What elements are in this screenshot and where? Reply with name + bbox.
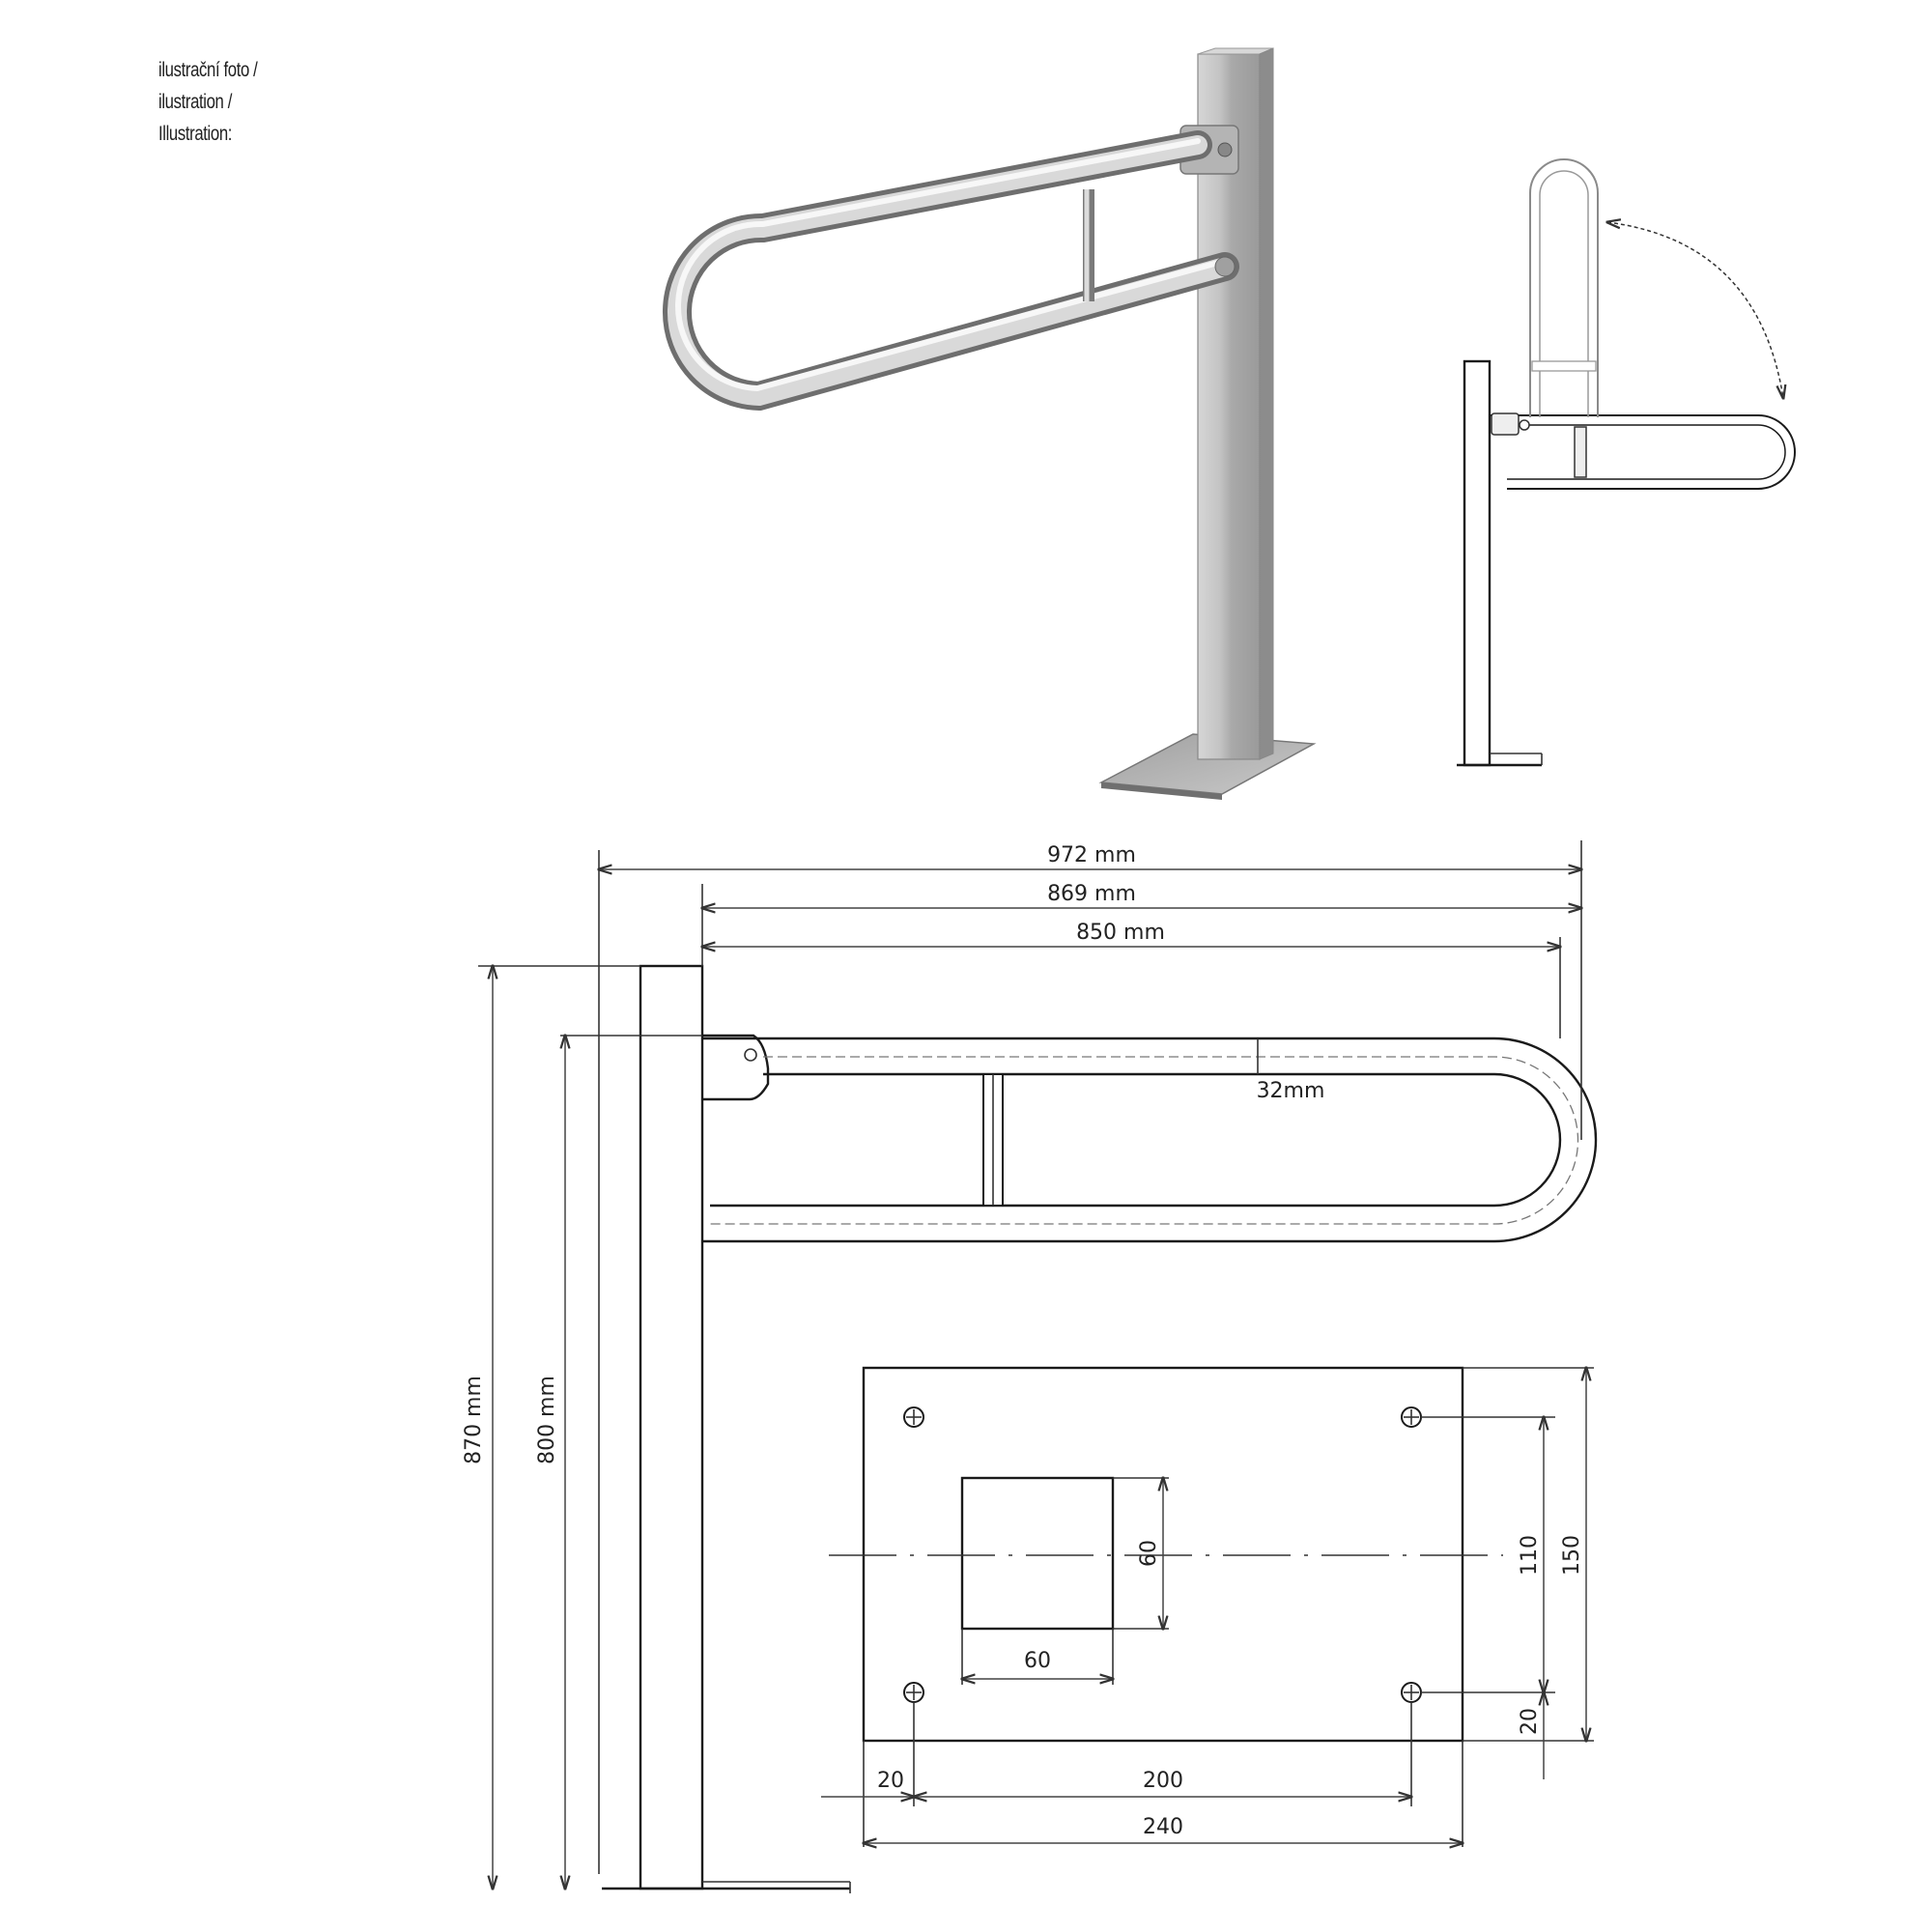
dim-label-20-y: 20 — [1518, 1708, 1542, 1735]
vertical-dimensions — [478, 966, 702, 1889]
dim-label-150: 150 — [1560, 1535, 1584, 1576]
front-elevation — [602, 964, 1598, 1893]
sketch-rail-raised — [1529, 158, 1599, 417]
dim-label-869: 869 mm — [1047, 882, 1136, 906]
sketch-post — [1463, 359, 1492, 767]
sketch-rail-lowered — [1490, 414, 1796, 490]
plate-outline — [862, 1366, 1464, 1743]
caption-line-en: ilustration / — [158, 91, 233, 113]
caption-line-czech: ilustrační foto / — [158, 59, 258, 81]
illustration-caption: ilustrační foto / ilustration / Illustra… — [158, 54, 258, 150]
dim-label-post-depth: 60 — [1137, 1540, 1161, 1567]
folding-sketch — [1457, 158, 1796, 767]
elevation-post — [639, 964, 704, 1890]
dim-label-240: 240 — [1143, 1815, 1183, 1839]
dim-label-200: 200 — [1143, 1769, 1183, 1793]
dim-label-800: 800 mm — [535, 1376, 559, 1464]
elevation-hinge — [702, 1034, 770, 1101]
dim-label-972: 972 mm — [1047, 843, 1136, 867]
sketch-fold-arrow — [1607, 222, 1783, 398]
dim-label-870: 870 mm — [462, 1376, 486, 1464]
dim-label-20-x: 20 — [877, 1769, 904, 1793]
dim-label-post-width: 60 — [1024, 1649, 1051, 1673]
horizontal-dimensions — [599, 840, 1581, 1874]
dim-label-110: 110 — [1518, 1535, 1542, 1576]
product-photo — [663, 47, 1317, 800]
caption-line-de: Illustration: — [158, 123, 233, 145]
elevation-rail — [702, 1037, 1598, 1243]
dim-label-850: 850 mm — [1076, 921, 1165, 945]
dim-label-tube: 32mm — [1257, 1079, 1325, 1103]
base-plate-plan — [821, 1368, 1594, 1847]
post-footprint — [960, 1476, 1115, 1631]
